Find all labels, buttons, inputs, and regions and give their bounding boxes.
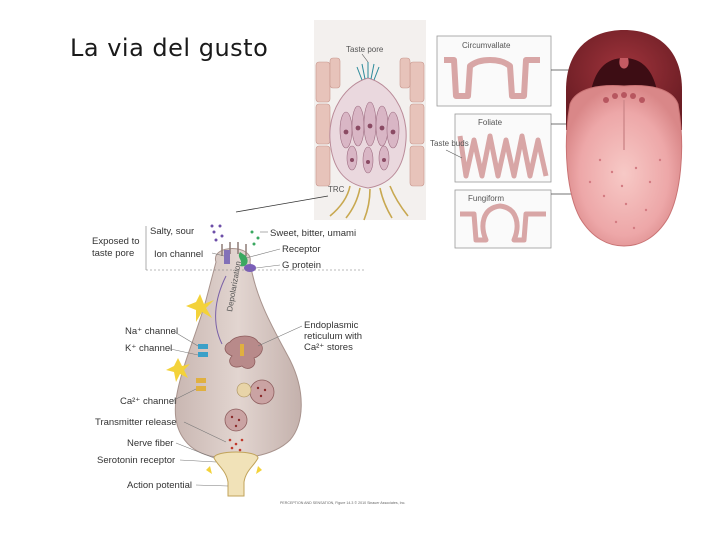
ca-channel-label: Ca²⁺ channel [120,396,176,407]
fungiform-label: Fungiform [468,194,504,203]
er-label-line2: reticulum with [304,331,362,342]
taste-bud-illustration: Taste pore TRC [314,20,426,220]
taste-receptor-cell: Depolarization [166,242,301,496]
taste-pore-label: Taste pore [346,45,384,54]
circumvallate-label: Circumvallate [462,41,511,50]
taste-pore-label-cell: taste pore [92,248,134,259]
salty-sour-label: Salty, sour [150,226,194,237]
trc-label: TRC [328,185,345,194]
g-protein-label: G protein [282,260,321,271]
taste-buds-label-1: Taste buds [430,139,469,148]
foliate-label: Foliate [478,118,503,127]
serotonin-receptor-label: Serotonin receptor [97,455,175,466]
ion-channel [224,250,230,264]
nerve-fiber-terminal [214,452,258,496]
tongue-illustration [566,30,682,246]
action-potential-label: Action potential [127,480,192,491]
nerve-fiber-label: Nerve fiber [127,438,173,449]
receptor-label: Receptor [282,244,321,255]
tastant-molecules [211,225,260,246]
er-label-line1: Endoplasmic [304,320,359,331]
exposed-to-label: Exposed to [92,236,140,247]
sweet-bitter-umami-label: Sweet, bitter, umami [270,228,356,239]
ion-channel-label: Ion channel [154,249,203,260]
transmitter-release-label: Transmitter release [95,417,176,428]
figure-credit: PERCEPTION AND SENSATION, Figure 14.3 © … [280,501,405,505]
g-protein [244,264,256,272]
er-label-line3: Ca²⁺ stores [304,342,353,353]
na-channel-label: Na⁺ channel [125,326,178,337]
k-channel-label: K⁺ channel [125,343,172,354]
